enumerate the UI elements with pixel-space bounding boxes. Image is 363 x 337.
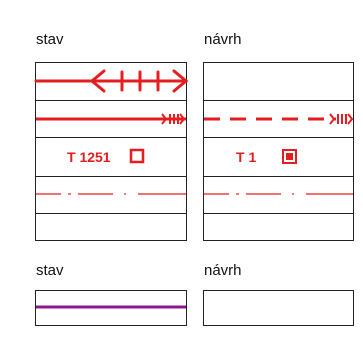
code-proposed: T 1 — [236, 149, 257, 165]
square-filled-icon — [282, 149, 297, 164]
table-existing-frame — [35, 62, 187, 241]
header-existing-top: stav — [36, 31, 64, 48]
table-proposed-frame — [203, 62, 354, 241]
symbol-row2-existing — [36, 113, 186, 125]
bottom-existing-frame — [35, 290, 187, 326]
header-proposed-top: návrh — [204, 31, 242, 48]
square-outline-icon — [129, 148, 145, 164]
symbol-row2-proposed — [204, 113, 354, 125]
symbol-row1-existing — [34, 69, 189, 93]
header-proposed-bottom: návrh — [204, 262, 242, 279]
code-existing: T 1251 — [67, 149, 111, 165]
header-existing-bottom: stav — [36, 262, 64, 279]
bottom-proposed-frame — [203, 290, 354, 326]
